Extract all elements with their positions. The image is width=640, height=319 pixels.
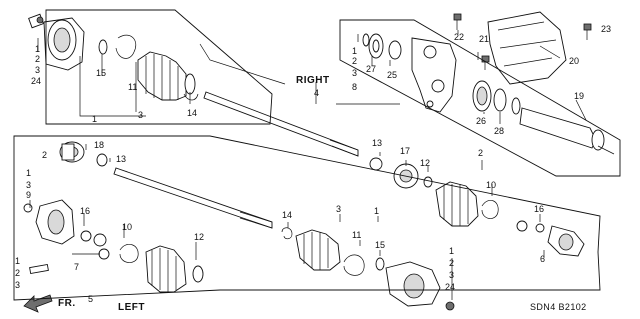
callout-11-top: 11 (128, 82, 137, 92)
callout-14-mid: 14 (282, 210, 292, 220)
callout-15-mid: 15 (375, 240, 385, 250)
upper-outer-cv-joint (28, 13, 85, 71)
callout-16-right: 16 (534, 204, 544, 214)
callout-13-mid: 13 (372, 138, 382, 148)
left-label: LEFT (118, 302, 145, 313)
callout-9-l: 9 (26, 190, 31, 200)
circlip-27 (362, 33, 370, 47)
clip-13-mid (369, 157, 383, 171)
upper-frame (45, 9, 273, 125)
callout-15-top: 15 (96, 68, 106, 78)
clip-15-mid (375, 257, 385, 271)
callout-3-bottom: 3 (15, 280, 20, 290)
callout-3-l: 3 (26, 180, 31, 190)
callout-26: 26 (476, 116, 486, 126)
clip-12-mid (423, 176, 433, 188)
boot-left (145, 245, 187, 293)
callout-2-bottom: 2 (15, 268, 20, 278)
callout-2-br: 2 (449, 258, 454, 268)
callout-11-mid: 11 (352, 230, 361, 240)
boot-right-lower (295, 229, 341, 271)
callout-6: 6 (540, 254, 545, 264)
ring-16-right (535, 223, 545, 233)
bolt-22 (453, 13, 462, 30)
callout-4: 4 (314, 88, 319, 98)
clip-left-small (29, 263, 49, 275)
front-arrow (23, 294, 53, 313)
bearing-26 (472, 80, 507, 112)
callout-18: 18 (94, 140, 104, 150)
callout-23: 23 (601, 24, 611, 34)
callout-25: 25 (387, 70, 397, 80)
band-10-left (119, 243, 139, 263)
callout-22: 22 (454, 32, 464, 42)
heat-shield (487, 11, 567, 85)
callout-3-br: 3 (449, 270, 454, 280)
ring-16-left (80, 230, 92, 242)
callout-1-l: 1 (26, 168, 31, 178)
callout-14-top: 14 (187, 108, 197, 118)
boot-mid (435, 181, 479, 227)
band-10-mid (481, 199, 499, 219)
clip-13-left (96, 153, 108, 167)
callout-10-mid: 10 (486, 180, 496, 190)
seal-25 (368, 33, 402, 60)
bolt-23 (583, 23, 592, 40)
band-11-mid (343, 254, 365, 276)
callout-7: 7 (74, 262, 79, 272)
callout-1-right: 1 (352, 46, 357, 56)
left-frame (13, 135, 601, 301)
callout-5: 5 (88, 294, 93, 304)
callout-labels: 1 2 3 24 1 3 15 11 14 RIGHT 4 22 21 23 2… (15, 24, 611, 313)
callout-1-top: 1 (35, 44, 40, 54)
callout-2-top: 2 (35, 54, 40, 64)
callout-28: 28 (494, 126, 504, 136)
upper-shaft (203, 91, 359, 157)
callout-2-mid: 2 (478, 148, 483, 158)
inner-joint-18 (59, 141, 85, 163)
callout-24-top: 24 (31, 76, 41, 86)
callout-1-label: 1 (92, 114, 97, 124)
joint-set-7 (93, 233, 110, 260)
ring-28 (511, 97, 521, 115)
upper-boot-band (98, 34, 137, 59)
callout-8-right: 8 (352, 82, 357, 92)
upper-boot (137, 51, 199, 101)
callout-3-mid: 3 (336, 204, 341, 214)
inner-cv-joint-left (23, 199, 75, 245)
callout-3-label: 3 (138, 110, 143, 120)
lower-left-shaft (113, 167, 273, 229)
right-frame (339, 19, 621, 177)
callout-13-left: 13 (116, 154, 126, 164)
callout-3-top: 3 (35, 65, 40, 75)
band-12-left (192, 265, 204, 283)
joint-set-6 (516, 220, 585, 257)
intermediate-shaft-19 (519, 107, 615, 155)
outer-cv-joint-lower (385, 261, 455, 311)
callout-12-left: 12 (194, 232, 204, 242)
callout-24-br: 24 (445, 282, 455, 292)
callout-12-mid: 12 (420, 158, 430, 168)
callout-19: 19 (574, 91, 584, 101)
clip-14-mid (281, 227, 293, 240)
callout-1-mid: 1 (374, 206, 379, 216)
callout-1-br: 1 (449, 246, 454, 256)
callout-3-right: 3 (352, 68, 357, 78)
callout-27: 27 (366, 64, 376, 74)
callout-20: 20 (569, 56, 579, 66)
callout-16-left: 16 (80, 206, 90, 216)
callout-21: 21 (479, 34, 489, 44)
front-label: FR. (58, 298, 76, 309)
leader-lines (29, 30, 587, 300)
right-label: RIGHT (296, 75, 330, 86)
diagram-code: SDN4 B2102 (530, 302, 587, 312)
callout-1-bottom: 1 (15, 256, 20, 266)
callout-17: 17 (400, 146, 410, 156)
callout-2-left: 2 (42, 150, 47, 160)
callout-2-right: 2 (352, 56, 357, 66)
right-bearing-support (411, 37, 457, 113)
callout-10-left: 10 (122, 222, 132, 232)
